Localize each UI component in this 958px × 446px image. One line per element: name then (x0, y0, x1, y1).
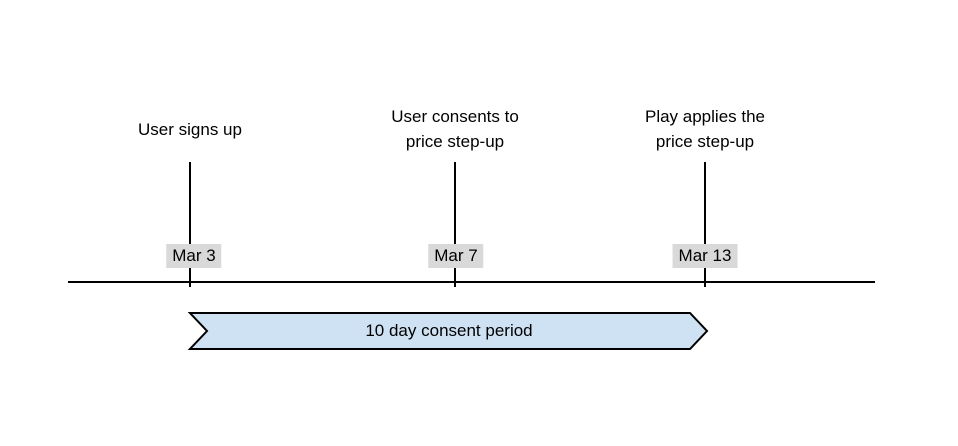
event-tick-line (704, 162, 706, 287)
event-tick-line (189, 162, 191, 287)
event-label: User consents to price step-up (391, 107, 519, 151)
consent-period-banner-shape (188, 312, 709, 350)
consent-period-label: 10 day consent period (365, 321, 533, 340)
event-label: User signs up (138, 119, 242, 139)
event-date-badge: Mar 13 (672, 244, 738, 268)
timeline-axis (68, 281, 875, 283)
event-date-badge: Mar 3 (166, 244, 222, 268)
event-date-badge: Mar 7 (428, 244, 484, 268)
chevron-arrow-shape (188, 312, 709, 350)
event-label: Play applies the price step-up (644, 107, 766, 151)
event-tick-line (454, 162, 456, 287)
